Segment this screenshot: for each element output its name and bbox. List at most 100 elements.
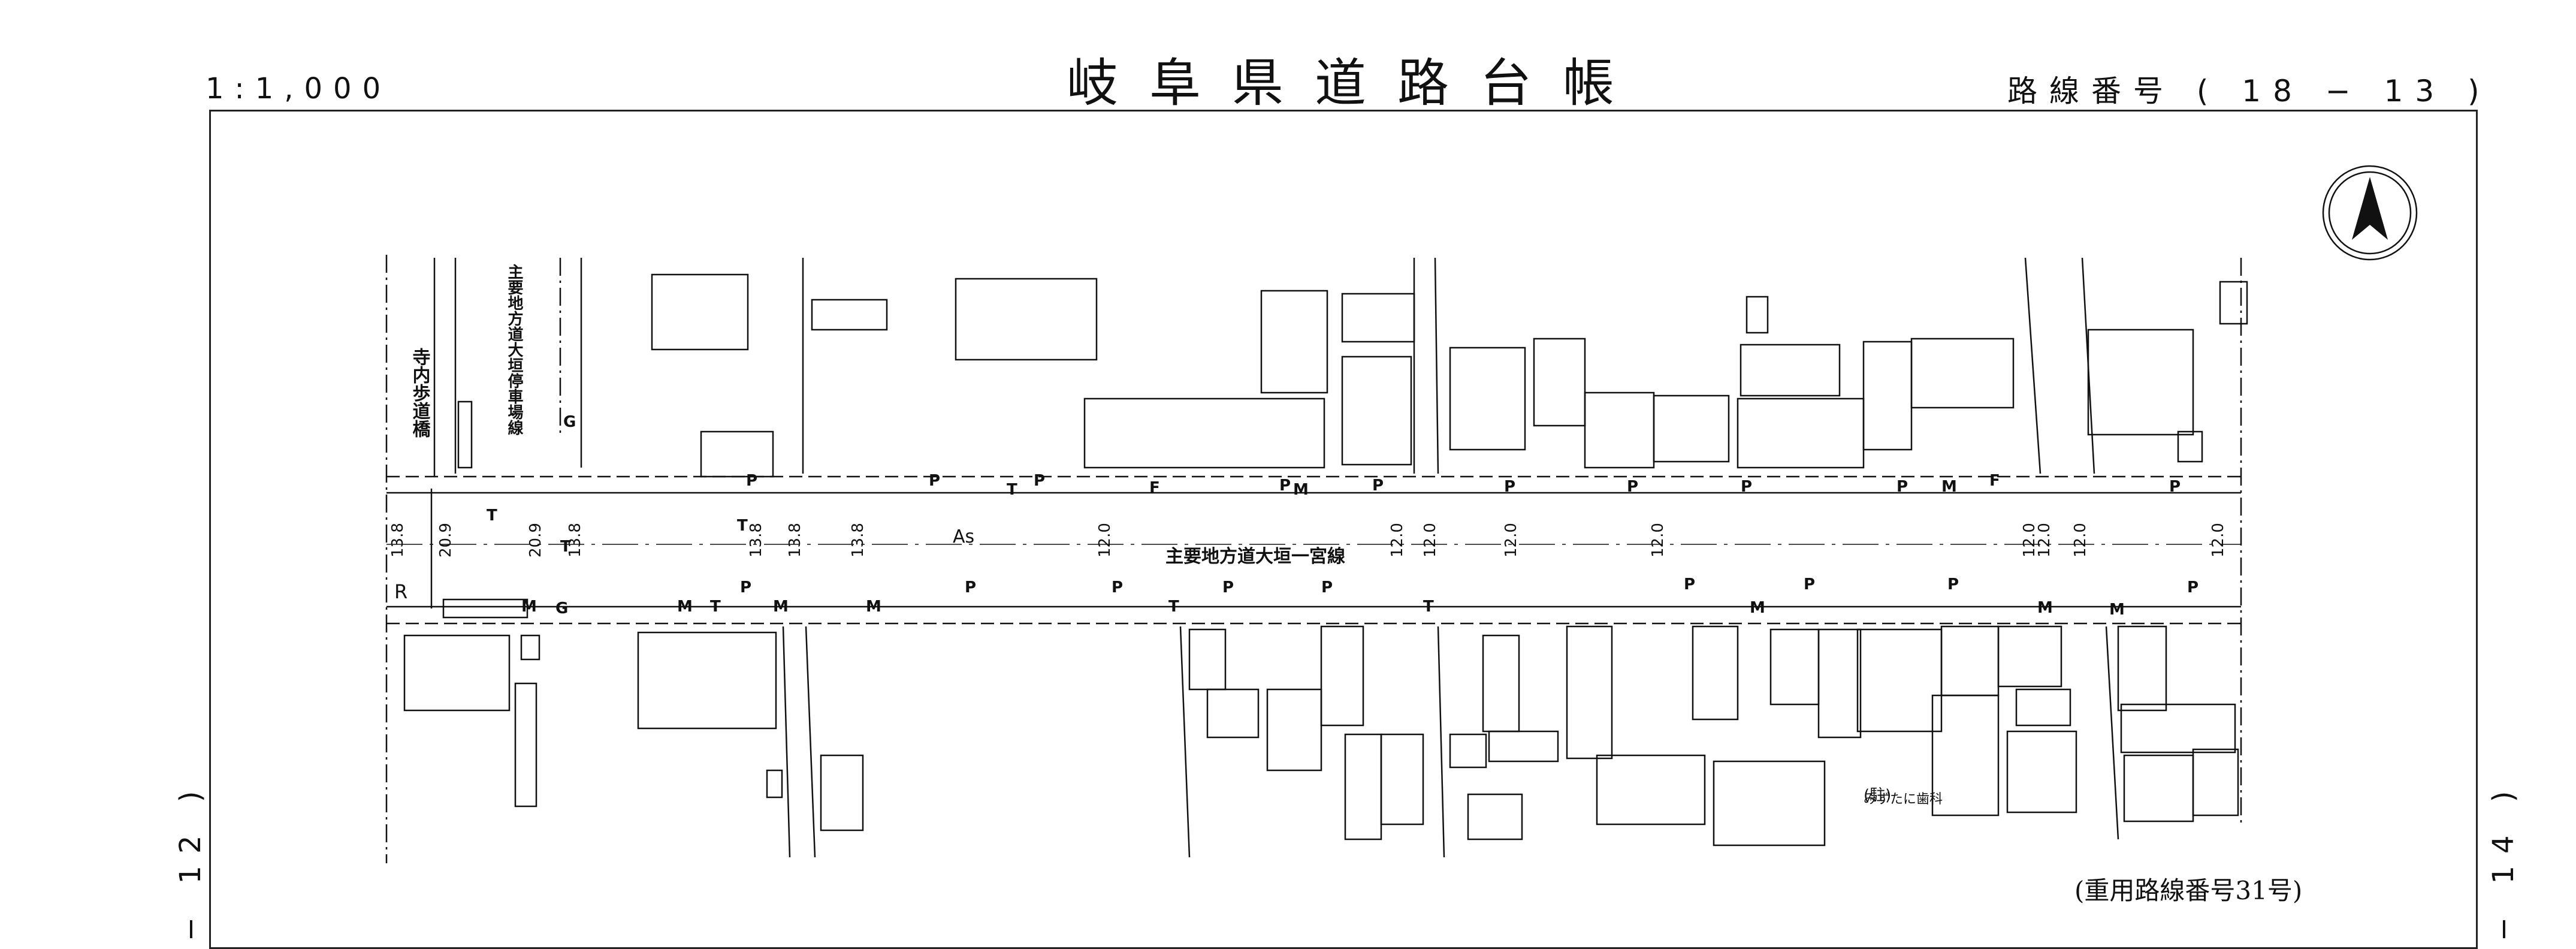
reference-marker: R [394, 580, 407, 603]
building [1997, 625, 2062, 688]
manhole-symbol: M [2037, 599, 2053, 617]
road-width-label: 12.0 [1649, 523, 1667, 558]
building [1467, 793, 1523, 840]
utility-pole-symbol: P [1804, 576, 1815, 593]
telecom-manhole-symbol: T [710, 598, 721, 616]
road-name-label: 主要地方道大垣一宮線 [1165, 546, 1345, 567]
telecom-manhole-symbol: T [1423, 598, 1434, 616]
clinic-label: みずたに歯科 [1864, 792, 1943, 807]
building [1083, 397, 1325, 469]
road-width-label: 20.9 [437, 523, 455, 558]
building [1910, 338, 2015, 409]
building [1320, 625, 1364, 727]
road-surface-label: As [953, 526, 974, 547]
building [1188, 628, 1227, 691]
building [1206, 688, 1260, 739]
manhole-symbol: M [677, 598, 693, 616]
road-width-label: 12.0 [1421, 523, 1439, 558]
north-arrow-ring-inner [2328, 171, 2412, 255]
north-arrow-icon [2352, 177, 2388, 240]
cross-street [1179, 626, 1191, 858]
building [2219, 281, 2248, 325]
utility-pole-symbol: P [1222, 579, 1234, 596]
building [1449, 733, 1487, 769]
manhole-symbol: M [1750, 599, 1765, 617]
utility-pole-symbol: P [746, 472, 757, 490]
building [1931, 694, 2000, 817]
fire-hydrant-symbol: F [1989, 472, 2000, 490]
building [1769, 628, 1820, 706]
telecom-manhole-symbol: T [1168, 598, 1179, 616]
building [820, 754, 864, 831]
utility-pole-symbol: P [1504, 478, 1515, 496]
building [811, 299, 888, 331]
dental-clinic-building [1713, 760, 1826, 846]
building [1862, 341, 1913, 451]
manhole-symbol: M [866, 598, 881, 616]
fire-hydrant-symbol: F [1149, 479, 1160, 497]
bridge-label: 寺内歩道橋 [409, 348, 431, 438]
gas-valve-symbol: G [555, 599, 568, 617]
building [1745, 296, 1769, 334]
road-width-label: 13.8 [566, 523, 584, 558]
sheet-title: 岐阜県道路台帳 [1067, 53, 1645, 113]
utility-pole-symbol: P [1321, 579, 1333, 596]
building [1653, 394, 1730, 463]
building [2123, 754, 2194, 823]
road-width-label: 13.8 [747, 523, 765, 558]
utility-pole-symbol: P [1947, 576, 1959, 593]
utility-pole-symbol: P [1896, 478, 1908, 496]
building [1488, 730, 1559, 763]
building [1596, 754, 1706, 826]
road-width-label: 12.0 [2036, 523, 2053, 558]
road-width-label: 12.0 [2209, 523, 2227, 558]
cross-street [782, 626, 791, 858]
utility-pole-symbol: P [965, 579, 976, 596]
cross-street [805, 626, 816, 858]
cross-street [1437, 626, 1445, 858]
utility-pole-symbol: P [1279, 477, 1291, 495]
building [651, 273, 749, 351]
road-width-label: 13.8 [389, 523, 407, 558]
road-width-label: 13.8 [786, 523, 804, 558]
building [1533, 338, 1586, 427]
utility-pole-symbol: P [1034, 472, 1045, 490]
road-width-label: 12.0 [1502, 523, 1520, 558]
building [1940, 625, 2000, 697]
building [1449, 347, 1526, 451]
building [1341, 293, 1415, 343]
building [1260, 290, 1328, 394]
building [637, 631, 777, 730]
manhole-symbol: M [2109, 601, 2125, 619]
building [1817, 628, 1862, 739]
road-width-label: 12.0 [1096, 523, 1114, 558]
cross-street [1434, 257, 1439, 474]
manhole-symbol: M [1941, 478, 1957, 496]
building [2117, 625, 2167, 712]
building [1692, 625, 1739, 721]
scale-text: 1:1,000 [206, 72, 392, 106]
utility-pole-symbol: P [1112, 579, 1123, 596]
route-number: 路線番号 ( 18 − 13 ) [2007, 74, 2492, 109]
utility-pole-symbol: P [1372, 477, 1384, 495]
road-width-label: 12.0 [1388, 523, 1406, 558]
utility-pole-symbol: P [929, 472, 940, 490]
building [2192, 748, 2239, 817]
building [2087, 329, 2194, 436]
building [1740, 344, 1841, 397]
utility-pole-symbol: P [1684, 576, 1695, 593]
building [2120, 703, 2236, 754]
north-arrow-ring [2322, 165, 2418, 261]
manhole-symbol: M [1293, 481, 1309, 499]
parking-label: (駐) [1864, 787, 1891, 805]
utility-pole-symbol: P [2169, 478, 2181, 496]
utility-pole-symbol: P [1741, 478, 1752, 496]
road-width-label: 12.0 [2021, 523, 2039, 558]
cross-street [2024, 257, 2042, 474]
building [955, 278, 1098, 361]
bridge-stairs [442, 598, 529, 619]
road-width-label: 20.9 [527, 523, 545, 558]
manhole-symbol: M [521, 598, 537, 616]
